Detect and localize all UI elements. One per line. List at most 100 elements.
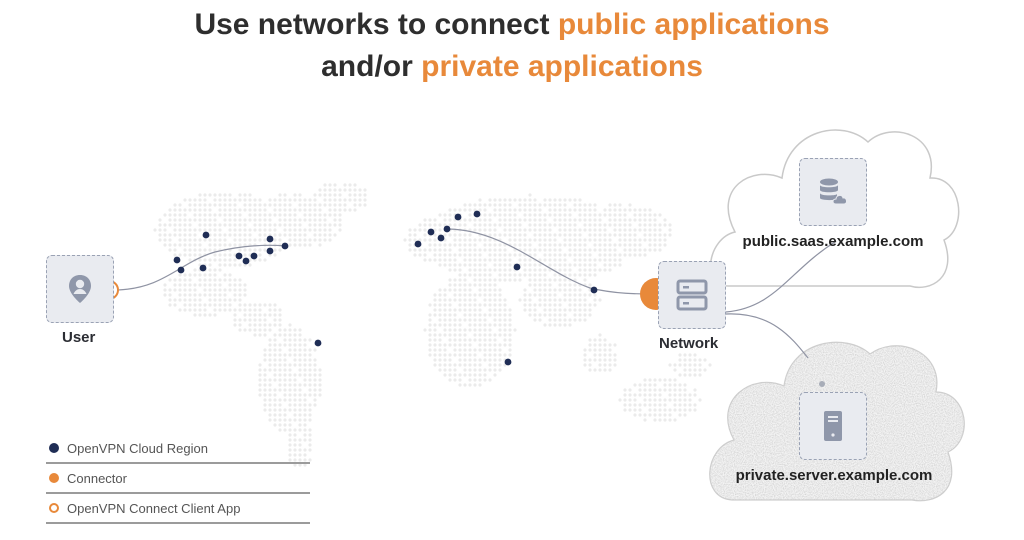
map-dot (198, 203, 202, 207)
map-dot (453, 243, 457, 247)
map-dot (303, 198, 307, 202)
map-dot (198, 213, 202, 217)
map-dot (283, 338, 287, 342)
map-dot (188, 223, 192, 227)
map-dot (588, 208, 592, 212)
map-dot (668, 223, 672, 227)
map-dot (308, 353, 312, 357)
map-dot (458, 298, 462, 302)
map-dot (623, 233, 627, 237)
map-dot (203, 223, 207, 227)
map-dot (608, 368, 612, 372)
map-dot (538, 283, 542, 287)
map-dot (578, 238, 582, 242)
map-dot (293, 218, 297, 222)
map-dot (548, 258, 552, 262)
map-dot (508, 198, 512, 202)
map-dot (668, 393, 672, 397)
map-dot (308, 388, 312, 392)
map-dot (553, 253, 557, 257)
map-dot (533, 208, 537, 212)
map-dot (628, 208, 632, 212)
map-dot (663, 418, 667, 422)
cloud-region-dot (443, 225, 451, 233)
map-dot (623, 213, 627, 217)
map-dot (558, 203, 562, 207)
map-dot (303, 378, 307, 382)
map-dot (263, 208, 267, 212)
map-dot (163, 228, 167, 232)
map-dot (683, 368, 687, 372)
map-dot (568, 213, 572, 217)
user-node[interactable] (46, 255, 114, 323)
network-node[interactable] (658, 261, 726, 329)
map-dot (558, 208, 562, 212)
map-dot (683, 383, 687, 387)
map-dot (598, 358, 602, 362)
map-dot (483, 263, 487, 267)
map-dot (223, 203, 227, 207)
map-dot (178, 208, 182, 212)
map-dot (533, 313, 537, 317)
map-dot (283, 233, 287, 237)
map-dot (688, 363, 692, 367)
map-dot (628, 398, 632, 402)
map-dot (188, 253, 192, 257)
map-dot (458, 208, 462, 212)
map-dot (528, 208, 532, 212)
map-dot (303, 348, 307, 352)
map-dot (318, 393, 322, 397)
map-dot (443, 353, 447, 357)
cloud-region-dot (314, 339, 322, 347)
map-dot (213, 193, 217, 197)
public-app-node[interactable] (799, 158, 867, 226)
map-dot (688, 358, 692, 362)
map-dot (478, 203, 482, 207)
map-dot (563, 298, 567, 302)
cloud-region-dot (235, 252, 243, 260)
map-dot (598, 233, 602, 237)
map-dot (303, 338, 307, 342)
map-dot (443, 308, 447, 312)
map-dot (498, 353, 502, 357)
map-dot (298, 193, 302, 197)
map-dot (228, 243, 232, 247)
map-dot (483, 283, 487, 287)
map-dot (508, 208, 512, 212)
map-dot (298, 218, 302, 222)
map-dot (278, 398, 282, 402)
map-dot (308, 363, 312, 367)
map-dot (468, 273, 472, 277)
map-dot (493, 343, 497, 347)
map-dot (188, 243, 192, 247)
map-dot (273, 308, 277, 312)
cloud-region-dot (437, 234, 445, 242)
map-dot (533, 273, 537, 277)
map-dot (268, 368, 272, 372)
map-dot (298, 448, 302, 452)
map-dot (323, 238, 327, 242)
map-dot (563, 308, 567, 312)
map-dot (238, 303, 242, 307)
map-dot (438, 298, 442, 302)
map-dot (563, 208, 567, 212)
map-dot (293, 213, 297, 217)
map-dot (688, 408, 692, 412)
map-dot (318, 373, 322, 377)
map-dot (218, 238, 222, 242)
map-dot (478, 363, 482, 367)
map-dot (433, 298, 437, 302)
map-dot (258, 303, 262, 307)
map-dot (293, 238, 297, 242)
map-dot (508, 233, 512, 237)
map-dot (588, 223, 592, 227)
private-app-node[interactable] (799, 392, 867, 460)
map-dot (438, 253, 442, 257)
map-dot (353, 193, 357, 197)
map-dot (338, 218, 342, 222)
server-tower-icon (824, 411, 842, 441)
map-dot (333, 233, 337, 237)
map-dot (638, 253, 642, 257)
map-dot (498, 328, 502, 332)
map-dot (443, 368, 447, 372)
